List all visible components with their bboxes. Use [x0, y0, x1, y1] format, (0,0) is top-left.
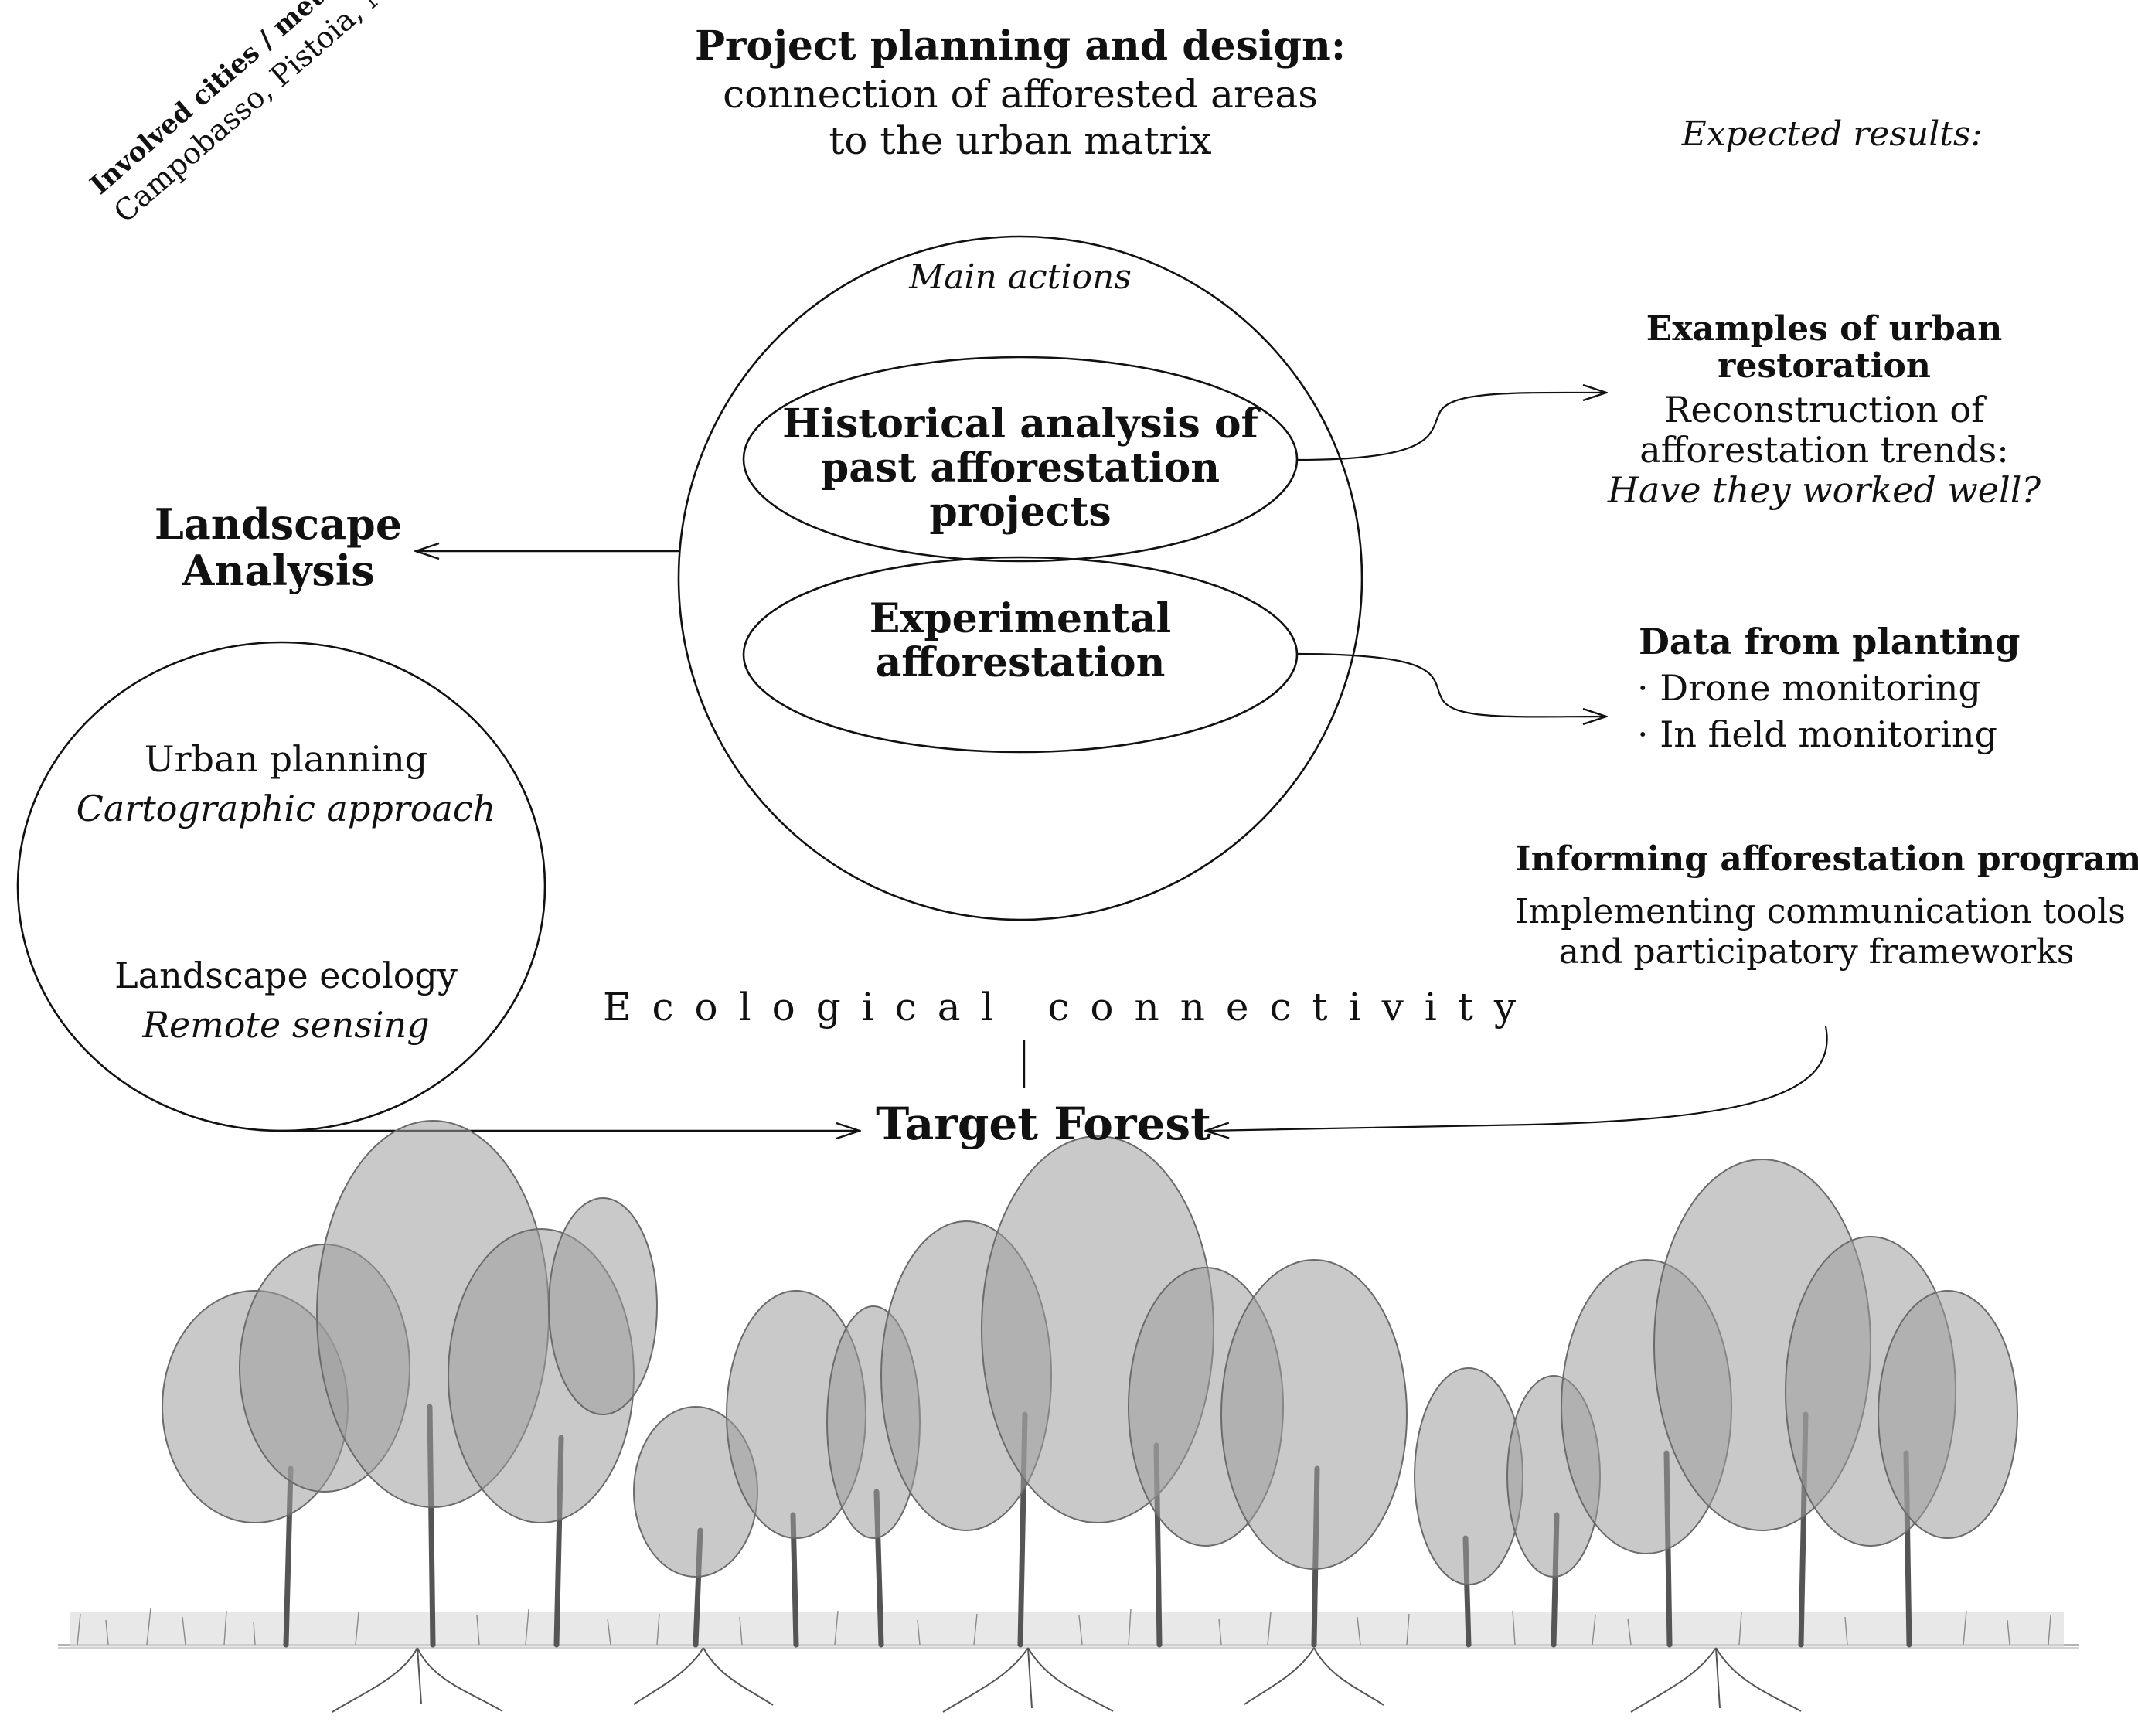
experimental-line1: Experimental	[869, 595, 1172, 642]
examples-block: Examples of urban restoration Reconstruc…	[1577, 309, 2072, 511]
historical-line3: projects	[929, 488, 1112, 536]
main-actions-circle	[677, 235, 1363, 921]
target-forest: Target Forest	[876, 1098, 1211, 1150]
arrow-informing-to-target	[1206, 1026, 1828, 1131]
landscape-analysis-line1: Landscape	[154, 499, 403, 549]
data-block: Data from planting · Drone monitoring · …	[1637, 618, 2072, 757]
ecological-connectivity: Ecological connectivity	[603, 985, 1537, 1030]
canopies	[162, 1120, 2018, 1585]
urban-planning: Urban planning	[144, 738, 428, 780]
roots	[332, 1647, 1802, 1713]
examples-text-line1: Reconstruction of	[1663, 389, 1985, 431]
informing-text-line1: Implementing communication tools	[1515, 892, 2126, 931]
examples-title-line2: restoration	[1718, 346, 1931, 386]
header-subtitle-line2: to the urban matrix	[829, 118, 1212, 163]
informing-block: Informing afforestation program Implemen…	[1515, 838, 2138, 972]
expected-results-label: Expected results:	[1681, 114, 1983, 154]
grass-band	[70, 1612, 2064, 1647]
landscape-ecology: Landscape ecology	[114, 955, 458, 996]
main-actions-label: Main actions	[909, 257, 1132, 297]
historical-line1: Historical analysis of	[782, 400, 1258, 448]
remote-sensing: Remote sensing	[142, 1004, 430, 1046]
forest-illustration	[58, 1120, 2079, 1713]
cartographic-approach: Cartographic approach	[76, 788, 496, 829]
header: Project planning and design: connection …	[587, 22, 1453, 164]
drone-monitoring: · Drone monitoring	[1637, 667, 1981, 709]
examples-text-line2: afforestation trends:	[1639, 429, 2009, 471]
examples-question: Have they worked well?	[1607, 469, 2041, 511]
examples-title-line1: Examples of urban	[1646, 309, 2003, 349]
grass-strokes	[77, 1607, 2051, 1646]
informing-text-line2: and participatory frameworks	[1558, 932, 2075, 972]
landscape-ecology-block: Landscape ecology Remote sensing	[62, 951, 510, 1050]
header-subtitle-line1: connection of afforested areas	[723, 72, 1318, 117]
header-title: Project planning and design:	[694, 22, 1346, 70]
urban-planning-block: Urban planning Cartographic approach	[62, 734, 510, 833]
arrow-to-data	[1296, 652, 1606, 717]
experimental-afforestation-text: Experimental afforestation	[773, 597, 1268, 685]
in-field-monitoring: · In field monitoring	[1637, 713, 1997, 755]
informing-title: Informing afforestation program	[1515, 839, 2138, 879]
experimental-line2: afforestation	[875, 639, 1166, 686]
historical-analysis-text: Historical analysis of past afforestatio…	[773, 402, 1268, 534]
data-title: Data from planting	[1639, 621, 2021, 662]
historical-line2: past afforestation	[820, 444, 1220, 492]
arrow-to-examples	[1296, 393, 1606, 461]
landscape-analysis: Landscape Analysis	[131, 501, 425, 594]
landscape-methods-circle	[16, 641, 546, 1132]
landscape-analysis-line2: Analysis	[182, 546, 375, 595]
